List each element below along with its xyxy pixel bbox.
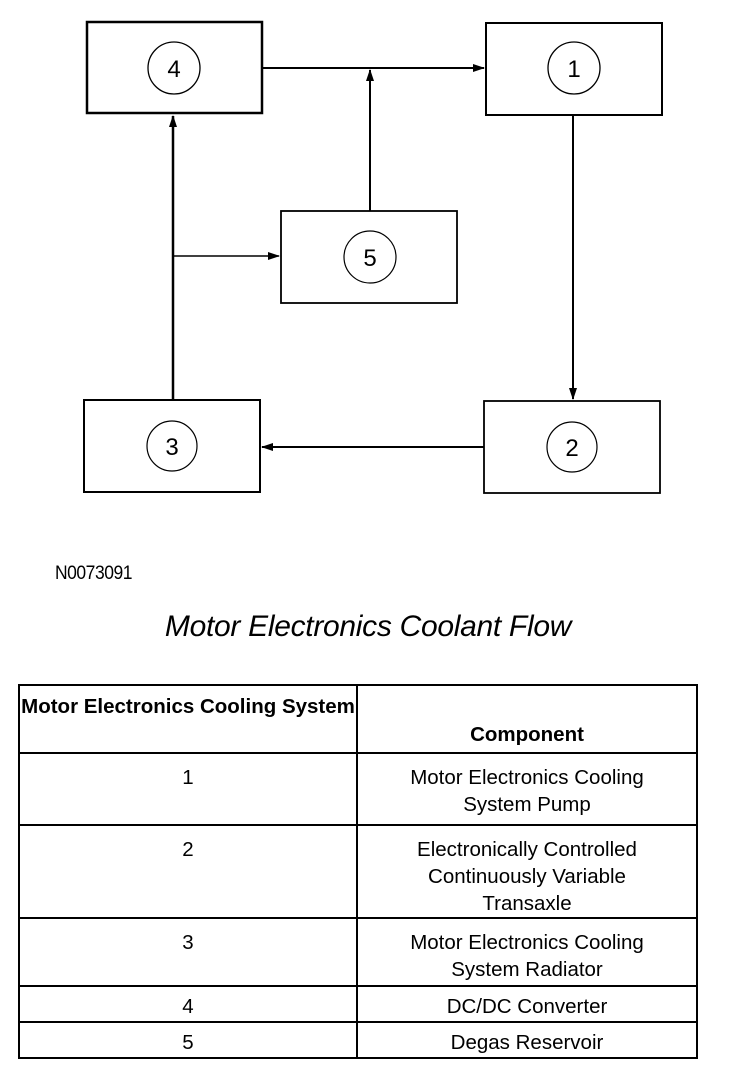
node-label: 5 bbox=[363, 245, 376, 272]
component-name: Motor Electronics Cooling System Pump bbox=[410, 766, 644, 816]
row-number: 4 bbox=[18, 985, 358, 1023]
node-label: 2 bbox=[565, 435, 578, 462]
component-name: Motor Electronics Cooling System Radiato… bbox=[410, 931, 644, 981]
node-box bbox=[485, 22, 663, 116]
node-4: 4 bbox=[85, 20, 264, 115]
row-component: Motor Electronics Cooling System Radiato… bbox=[356, 917, 698, 987]
node-label: 1 bbox=[567, 56, 580, 83]
node-box bbox=[280, 210, 458, 304]
table-row: 4 DC/DC Converter bbox=[18, 985, 698, 1023]
figure-caption: Motor Electronics Coolant Flow bbox=[164, 610, 572, 643]
figure-id: N0073091 bbox=[55, 563, 133, 584]
coolant-flow-diagram: 4 1 5 3 2 bbox=[83, 20, 663, 494]
node-5: 5 bbox=[280, 210, 458, 304]
row-component: DC/DC Converter bbox=[356, 985, 698, 1023]
row-component: Electronically Controlled Continuously V… bbox=[356, 824, 698, 919]
node-box bbox=[83, 399, 261, 493]
node-1: 1 bbox=[485, 22, 663, 116]
header-component: Component bbox=[356, 684, 698, 754]
node-circle bbox=[547, 41, 601, 95]
node-3: 3 bbox=[83, 399, 261, 493]
node-circle bbox=[343, 230, 397, 284]
component-name: Degas Reservoir bbox=[450, 1031, 604, 1054]
table-row: 2 Electronically Controlled Continuously… bbox=[18, 824, 698, 919]
node-circle bbox=[546, 421, 598, 473]
component-name: Electronically Controlled Continuously V… bbox=[417, 838, 637, 915]
table-header-row: Motor Electronics Cooling System Compone… bbox=[18, 684, 698, 754]
node-label: 3 bbox=[165, 434, 178, 461]
node-circle bbox=[146, 420, 198, 472]
row-component: Motor Electronics Cooling System Pump bbox=[356, 752, 698, 826]
node-box bbox=[483, 400, 661, 494]
table-row: 5 Degas Reservoir bbox=[18, 1021, 698, 1059]
header-system-number: Motor Electronics Cooling System bbox=[18, 684, 358, 754]
node-label: 4 bbox=[167, 56, 180, 83]
row-number: 3 bbox=[18, 917, 358, 987]
node-box bbox=[85, 20, 264, 115]
table-row: 1 Motor Electronics Cooling System Pump bbox=[18, 752, 698, 826]
row-number: 2 bbox=[18, 824, 358, 919]
row-number: 5 bbox=[18, 1021, 358, 1059]
node-circle bbox=[147, 41, 201, 95]
component-legend-table: Motor Electronics Cooling System Compone… bbox=[18, 684, 698, 1059]
component-name: DC/DC Converter bbox=[446, 995, 608, 1018]
node-2: 2 bbox=[483, 400, 661, 494]
row-component: Degas Reservoir bbox=[356, 1021, 698, 1059]
row-number: 1 bbox=[18, 752, 358, 826]
table-row: 3 Motor Electronics Cooling System Radia… bbox=[18, 917, 698, 987]
